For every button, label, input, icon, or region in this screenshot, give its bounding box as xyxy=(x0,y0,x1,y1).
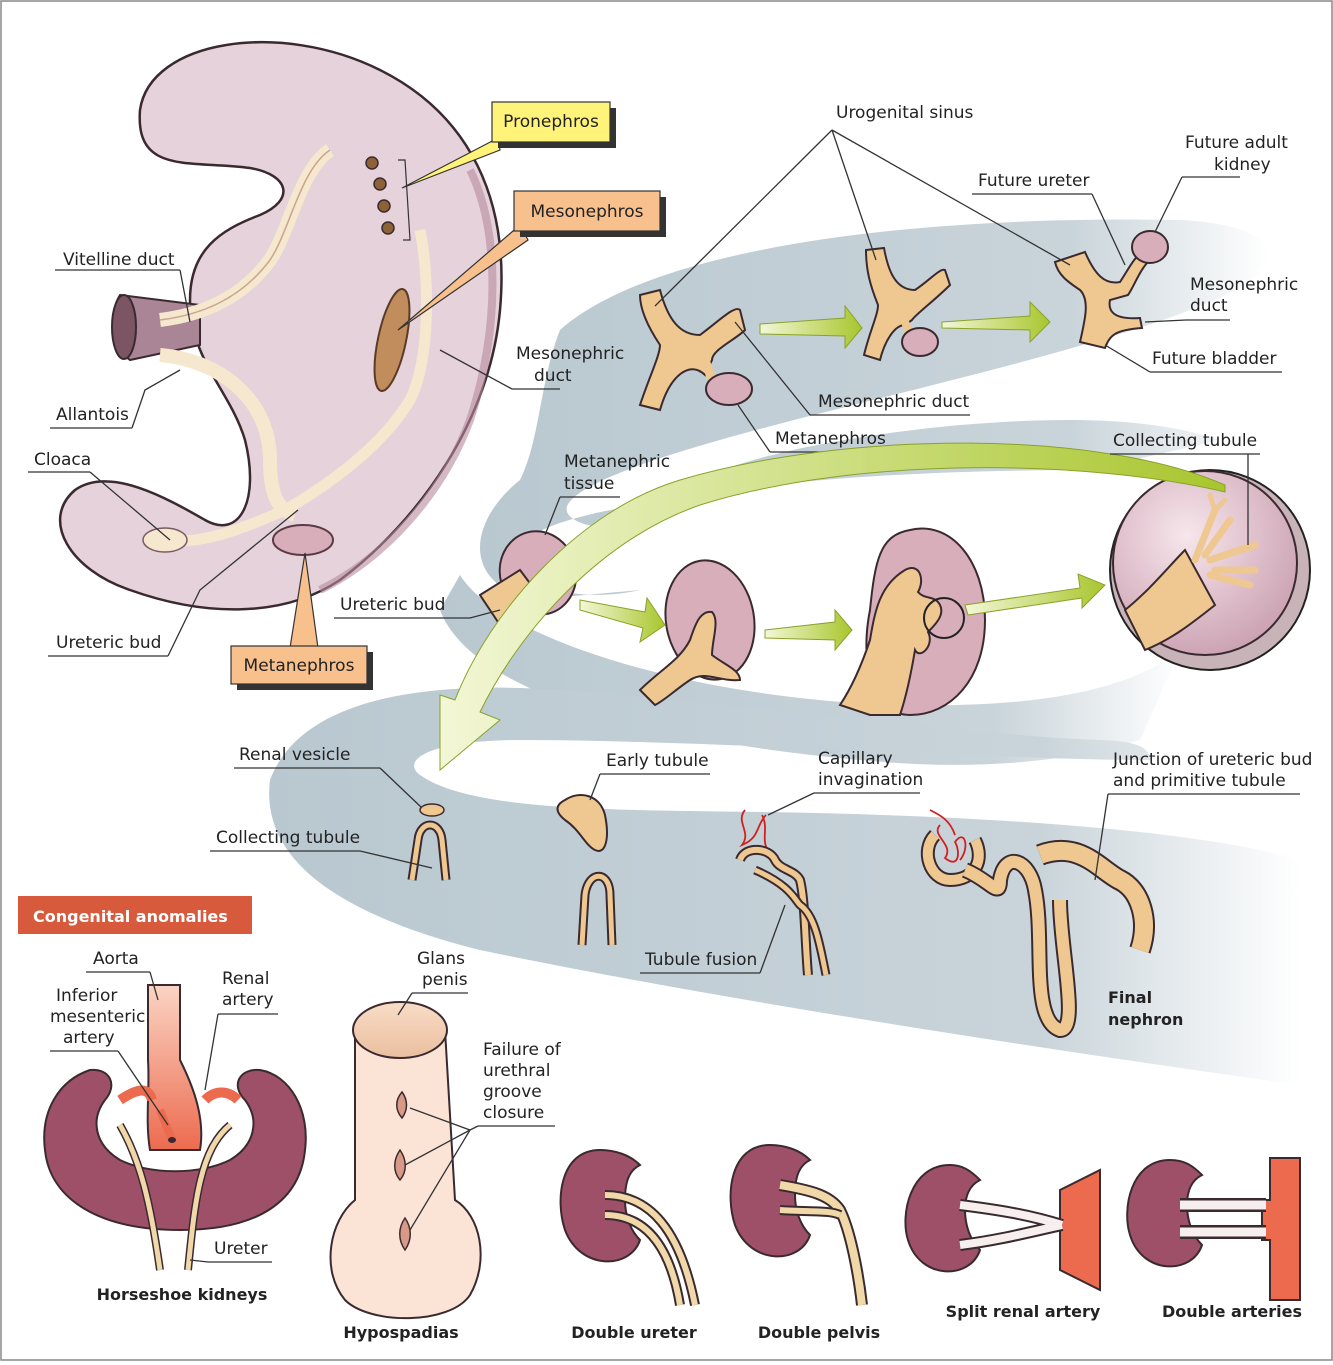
split-renal-artery-label: Split renal artery xyxy=(946,1302,1101,1321)
urogenital-sinus-label: Urogenital sinus xyxy=(836,103,974,123)
aorta-label: Aorta xyxy=(93,949,139,969)
future-ureter-label: Future ureter xyxy=(978,171,1090,191)
ureteric-bud-left-label: Ureteric bud xyxy=(56,633,161,653)
renal-artery-label-1: Renal xyxy=(222,969,269,989)
magnified-lens xyxy=(1110,470,1310,670)
hypospadias: Glans penis Failure of urethral groove c… xyxy=(331,949,562,1342)
final-nephron-label-1: Final xyxy=(1108,988,1152,1007)
early-tubule-label: Early tubule xyxy=(606,751,709,771)
cloaca-shape xyxy=(143,528,187,552)
pronephros-dot-4 xyxy=(382,222,394,234)
tubule-fusion-label: Tubule fusion xyxy=(644,950,757,970)
renal-vesicle-shape xyxy=(420,804,444,816)
failure-groove-label-2: urethral xyxy=(483,1061,550,1081)
metanephros-box-label: Metanephros xyxy=(244,656,355,676)
mesonephros-label: Mesonephros xyxy=(530,202,643,222)
metanephros-shape xyxy=(273,525,333,555)
renal-artery-label-2: artery xyxy=(222,990,274,1010)
mesonephric-duct-mid-label: Mesonephric duct xyxy=(818,392,970,412)
ureteric-bud-mid-label: Ureteric bud xyxy=(340,595,445,615)
glans-penis-label-2: penis xyxy=(422,970,468,990)
double-arteries-label: Double arteries xyxy=(1162,1302,1302,1321)
split-renal-artery: Split renal artery xyxy=(905,1165,1100,1321)
failure-groove-label-1: Failure of xyxy=(483,1040,562,1060)
capillary-invagination-label-1: Capillary xyxy=(818,749,893,769)
metanephric-stage-3 xyxy=(840,528,985,715)
inferior-mesenteric-label-2: mesenteric xyxy=(50,1007,145,1027)
metanephric-tissue-label-2: tissue xyxy=(564,474,614,494)
pronephros-label: Pronephros xyxy=(503,112,599,132)
final-nephron-label-2: nephron xyxy=(1108,1010,1183,1029)
future-kidney-shape xyxy=(1132,231,1168,263)
double-ureter-label: Double ureter xyxy=(571,1323,697,1342)
double-arteries: Double arteries xyxy=(1127,1158,1302,1321)
glans-penis-label-1: Glans xyxy=(417,949,465,969)
horseshoe-kidneys: Aorta Inferior mesenteric artery Renal a… xyxy=(44,949,306,1304)
junction-label-2: and primitive tubule xyxy=(1113,771,1286,791)
mesonephric-duct-right-label-2: duct xyxy=(1190,296,1228,316)
future-adult-kidney-label-2: kidney xyxy=(1214,155,1271,175)
pronephros-dot-3 xyxy=(378,200,390,212)
renal-vesicle-label: Renal vesicle xyxy=(239,745,350,765)
double-ureter: Double ureter xyxy=(561,1150,697,1342)
metanephros-label: Metanephros xyxy=(775,429,886,449)
double-pelvis: Double pelvis xyxy=(731,1145,881,1342)
metanephros-bud-2 xyxy=(902,328,938,356)
hypospadias-label: Hypospadias xyxy=(343,1323,458,1342)
inferior-mesenteric-label-1: Inferior xyxy=(56,986,117,1006)
vitelline-opening xyxy=(112,295,136,359)
junction-label-1: Junction of ureteric bud xyxy=(1112,750,1312,770)
metanephros-bud-1 xyxy=(706,373,752,405)
failure-groove-label-4: closure xyxy=(483,1103,544,1123)
failure-groove-label-3: groove xyxy=(483,1082,542,1102)
future-bladder-label: Future bladder xyxy=(1152,349,1277,369)
metanephric-tissue-label-1: Metanephric xyxy=(564,452,670,472)
collecting-tubule-top-label: Collecting tubule xyxy=(1113,431,1257,451)
allantois-label: Allantois xyxy=(56,405,129,425)
mesonephric-duct-left-label-1: Mesonephric xyxy=(516,344,624,364)
double-pelvis-label: Double pelvis xyxy=(758,1323,880,1342)
capillary-invagination-label-2: invagination xyxy=(818,770,923,790)
cloaca-label: Cloaca xyxy=(34,450,91,470)
mesonephric-duct-left-label-2: duct xyxy=(534,366,572,386)
inferior-mesenteric-label-3: artery xyxy=(63,1028,115,1048)
ureter-label: Ureter xyxy=(214,1239,268,1259)
mesonephric-duct-right-label-1: Mesonephric xyxy=(1190,275,1298,295)
horseshoe-kidneys-label: Horseshoe kidneys xyxy=(97,1285,268,1304)
congenital-anomalies-label: Congenital anomalies xyxy=(33,907,228,926)
pronephros-dot-2 xyxy=(374,178,386,190)
vitelline-duct-label: Vitelline duct xyxy=(63,250,175,270)
pronephros-dot-1 xyxy=(366,157,378,169)
future-adult-kidney-label-1: Future adult xyxy=(1185,133,1288,153)
congenital-anomalies-banner: Congenital anomalies xyxy=(18,896,252,934)
collecting-tubule-bottom-label: Collecting tubule xyxy=(216,828,360,848)
